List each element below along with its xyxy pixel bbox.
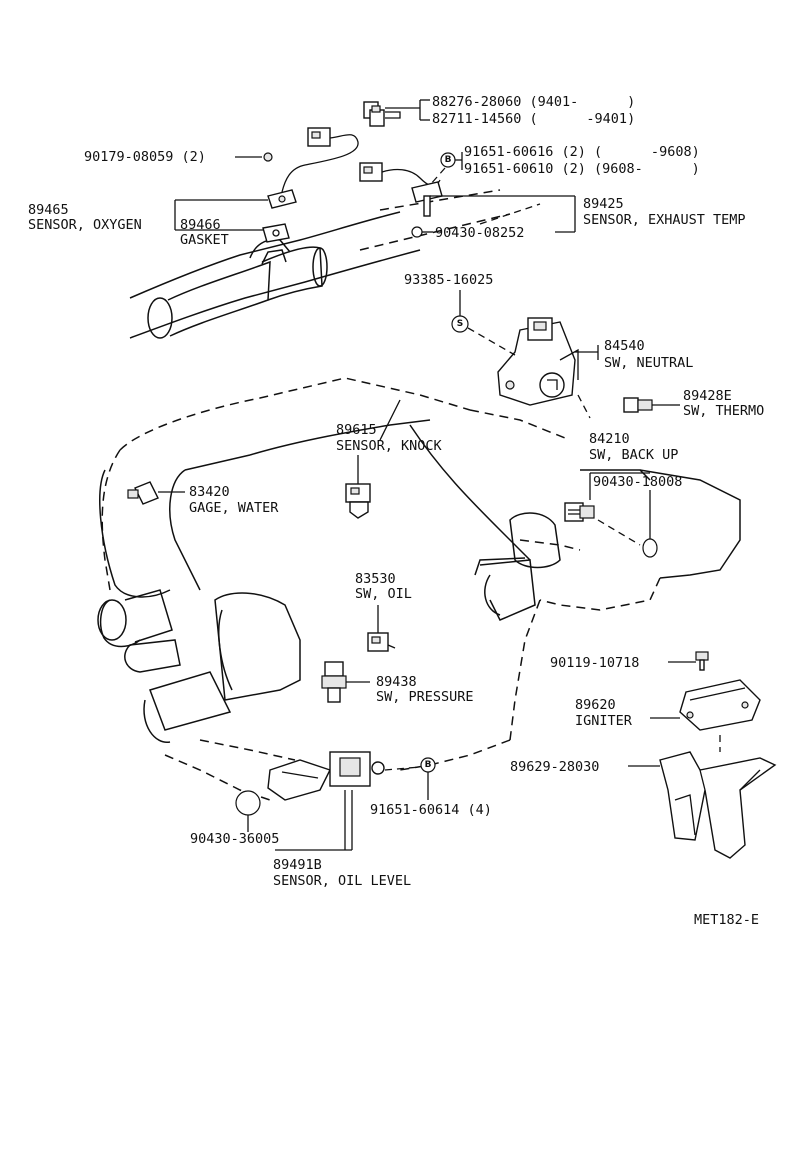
label-89466: 89466	[180, 217, 221, 233]
label-89438: 89438	[376, 674, 417, 690]
label-sensor-knock: SENSOR, KNOCK	[336, 438, 443, 454]
exhaust-temp-sensor-drawing	[359, 162, 443, 217]
neutral-switch-drawing	[497, 317, 579, 406]
svg-text:B: B	[445, 155, 452, 165]
label-89615: 89615	[336, 422, 377, 438]
gasket-89466	[262, 223, 290, 243]
connector-88276	[363, 101, 401, 127]
engine-block-drawing	[97, 377, 741, 801]
oil-level-sensor-drawing	[267, 751, 385, 801]
pressure-switch-drawing	[321, 661, 347, 703]
svg-text:S: S	[457, 319, 463, 329]
label-89465: 89465	[28, 202, 69, 218]
label-sw-neutral: SW, NEUTRAL	[604, 355, 693, 371]
part-labels: 88276-28060 (9401- ) 82711-14560 ( -9401…	[28, 94, 764, 928]
label-sw-back-up: SW, BACK UP	[589, 447, 678, 463]
knock-sensor-drawing	[345, 483, 371, 519]
label-sensor-oxygen: SENSOR, OXYGEN	[28, 217, 142, 233]
label-84540: 84540	[604, 338, 645, 354]
bolt-b-marker-top: B	[440, 152, 456, 168]
ring-90430-08252	[411, 226, 423, 238]
svg-text:B: B	[425, 760, 432, 770]
label-sw-oil: SW, OIL	[355, 586, 412, 602]
label-88276: 88276-28060 (9401- )	[432, 94, 635, 110]
igniter-bracket-drawing	[659, 751, 777, 859]
label-91651-60614: 91651-60614 (4)	[370, 802, 492, 818]
gasket-90430-18008	[642, 538, 658, 558]
backup-switch-drawing	[564, 502, 595, 522]
label-sw-pressure: SW, PRESSURE	[376, 689, 474, 705]
label-90430-18008: 90430-18008	[593, 474, 682, 490]
label-91651-60610: 91651-60610 (2) (9608- )	[464, 161, 700, 177]
oxygen-sensor-drawing	[267, 127, 359, 209]
label-82711: 82711-14560 ( -9401)	[432, 111, 635, 127]
label-89620: 89620	[575, 697, 616, 713]
label-83530: 83530	[355, 571, 396, 587]
label-91651-60616: 91651-60616 (2) ( -9608)	[464, 144, 700, 160]
screw-s-marker: S	[451, 315, 469, 333]
label-89425: 89425	[583, 196, 624, 212]
label-90430-36005: 90430-36005	[190, 831, 279, 847]
bolt-b-marker-bottom: B	[420, 757, 436, 773]
nut-90179	[263, 152, 273, 162]
oil-switch-drawing	[367, 632, 396, 652]
label-gasket: GASKET	[180, 232, 229, 248]
label-gage-water: GAGE, WATER	[189, 500, 279, 516]
label-sensor-exhaust-temp: SENSOR, EXHAUST TEMP	[583, 212, 746, 228]
label-89491b: 89491B	[273, 857, 322, 873]
label-90430-08252: 90430-08252	[435, 225, 524, 241]
water-gage-drawing	[127, 481, 159, 505]
label-sensor-oil-level: SENSOR, OIL LEVEL	[273, 873, 411, 889]
label-89428e: 89428E	[683, 388, 732, 404]
label-90179: 90179-08059 (2)	[84, 149, 206, 165]
label-igniter: IGNITER	[575, 713, 633, 729]
diagram-reference-code: MET182-E	[694, 912, 759, 928]
label-93385: 93385-16025	[404, 272, 493, 288]
seal-90430-36005	[235, 790, 261, 816]
label-83420: 83420	[189, 484, 230, 500]
label-84210: 84210	[589, 431, 630, 447]
label-sw-thermo: SW, THERMO	[683, 403, 764, 419]
label-90119: 90119-10718	[550, 655, 639, 671]
thermo-switch-drawing	[623, 397, 670, 413]
bolt-90119	[695, 651, 709, 671]
exhaust-pipe-drawing	[129, 189, 511, 339]
label-89629: 89629-28030	[510, 759, 599, 775]
igniter-drawing	[679, 679, 761, 731]
